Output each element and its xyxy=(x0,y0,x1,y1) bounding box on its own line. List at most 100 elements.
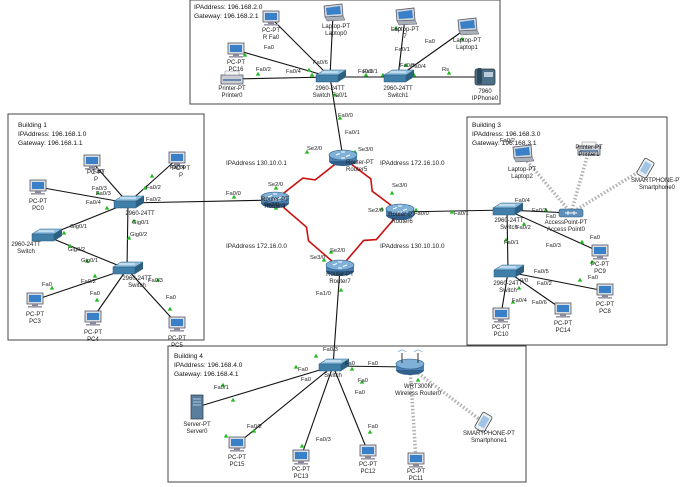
pc-icon[interactable] xyxy=(262,10,280,26)
laptop-icon[interactable] xyxy=(457,17,480,36)
pc-icon[interactable] xyxy=(84,310,102,326)
link-up-indicator xyxy=(95,190,101,195)
port-label: Fa0 xyxy=(368,424,378,430)
port-label: Fa0/3 xyxy=(148,278,163,284)
pc-icon[interactable] xyxy=(591,244,609,260)
link-up-indicator xyxy=(349,366,355,371)
server-icon[interactable] xyxy=(190,394,204,420)
switch-icon[interactable] xyxy=(113,195,145,209)
pc-icon[interactable] xyxy=(407,452,425,468)
switch-icon[interactable] xyxy=(31,228,63,242)
pc-icon[interactable] xyxy=(359,444,377,460)
wan-network-label: IPAddress 130.10.0.1 xyxy=(226,160,287,167)
pc-icon[interactable] xyxy=(596,283,614,299)
pc-icon[interactable] xyxy=(26,292,44,308)
ethernet-link xyxy=(332,267,341,367)
port-label: Fa0 xyxy=(588,275,598,281)
link-up-indicator xyxy=(338,287,344,292)
port-label: Fa0/2 xyxy=(256,67,271,73)
ethernet-link xyxy=(507,271,564,311)
pc-icon[interactable] xyxy=(168,151,186,167)
laptop-icon[interactable] xyxy=(323,3,346,22)
switch-icon[interactable] xyxy=(383,69,415,83)
ethernet-link xyxy=(127,158,178,204)
link-up-indicator xyxy=(230,397,236,402)
device-label: Router-PT xyxy=(261,197,289,203)
port-label: Fa0 xyxy=(546,214,556,220)
device-label: WRT300N xyxy=(404,384,432,390)
ethernet-link xyxy=(300,365,334,458)
wireless-link xyxy=(408,365,485,424)
switch-icon[interactable] xyxy=(318,358,350,372)
serial-link xyxy=(274,157,344,201)
device-label: Switch xyxy=(500,225,518,231)
building-info-line: Gateway: 196.168.2.1 xyxy=(194,13,259,20)
device-label: PC13 xyxy=(293,474,309,480)
device-label: Router7 xyxy=(329,279,351,285)
pc-icon[interactable] xyxy=(83,154,101,170)
port-label: Se2/0 xyxy=(268,182,283,188)
link-up-indicator xyxy=(332,92,338,97)
router-icon[interactable] xyxy=(260,191,290,208)
wrouter-icon[interactable] xyxy=(395,349,425,375)
pc-icon[interactable] xyxy=(168,316,186,332)
device-label: SMARTPHONE-PT xyxy=(631,178,680,184)
pc-icon[interactable] xyxy=(29,179,47,195)
port-label: Fa0/4 xyxy=(286,69,302,75)
link-up-indicator xyxy=(231,194,237,199)
laptop-icon[interactable] xyxy=(512,144,535,163)
device-label: Switch xyxy=(128,283,146,289)
link-up-indicator xyxy=(223,433,229,438)
device-label: Switch xyxy=(17,249,35,255)
device-label: 2960-24TT xyxy=(122,276,152,282)
switch-icon[interactable] xyxy=(492,202,524,216)
phone-icon[interactable] xyxy=(474,68,496,86)
smartphone-icon[interactable] xyxy=(474,412,493,433)
router-icon[interactable] xyxy=(328,149,358,166)
switch-icon[interactable] xyxy=(112,261,144,275)
building-info-line: Building 3 xyxy=(472,122,501,129)
port-label: Fa0/1 xyxy=(214,385,229,391)
device-label: PC15 xyxy=(229,462,245,468)
device-label: Router4 xyxy=(264,204,286,210)
port-label: Fa0/3 xyxy=(316,437,331,443)
wireless-link xyxy=(408,366,418,461)
link-up-indicator xyxy=(126,235,132,240)
link-up-indicator xyxy=(579,239,585,244)
device-label: AccessPoint-PT xyxy=(545,220,588,226)
device-label: PC-PT xyxy=(591,262,609,268)
device-label: P xyxy=(94,177,98,183)
device-label: Smartphone0 xyxy=(639,185,676,191)
building-info-line: Gateway: 196.168.3.1 xyxy=(472,140,537,147)
printer-icon[interactable] xyxy=(220,70,244,85)
laptop-icon[interactable] xyxy=(395,7,418,26)
printer-icon[interactable] xyxy=(577,141,601,156)
port-label: Se3/0 xyxy=(392,183,407,189)
device-label: PC11 xyxy=(409,476,424,482)
wan-network-label: IPAddress 130.10.10.0 xyxy=(380,243,445,250)
wan-network-label: IPAddress 172.16.0.0 xyxy=(226,243,287,250)
switch-icon[interactable] xyxy=(493,264,525,278)
device-label: PC-PT xyxy=(359,462,377,468)
pc-icon[interactable] xyxy=(292,449,310,465)
link-up-indicator xyxy=(543,207,549,212)
switch-icon[interactable] xyxy=(315,69,347,83)
link-up-indicator xyxy=(155,277,161,282)
link-up-indicator xyxy=(220,382,226,387)
pc-icon[interactable] xyxy=(227,42,245,58)
device-label: Router6 xyxy=(391,219,413,225)
pc-icon[interactable] xyxy=(492,307,510,323)
router-icon[interactable] xyxy=(385,203,415,220)
pc-icon[interactable] xyxy=(228,436,246,452)
port-label: Fa0/1 xyxy=(454,211,469,217)
port-label: Fa0/4 xyxy=(86,200,102,206)
ethernet-link xyxy=(236,365,334,445)
ap-icon[interactable] xyxy=(558,208,584,218)
wireless-link xyxy=(570,166,646,215)
link-up-indicator xyxy=(589,259,595,264)
port-label: Fa0/3 xyxy=(532,208,547,214)
router-icon[interactable] xyxy=(325,259,355,276)
pc-icon[interactable] xyxy=(554,302,572,318)
smartphone-icon[interactable] xyxy=(636,158,655,179)
